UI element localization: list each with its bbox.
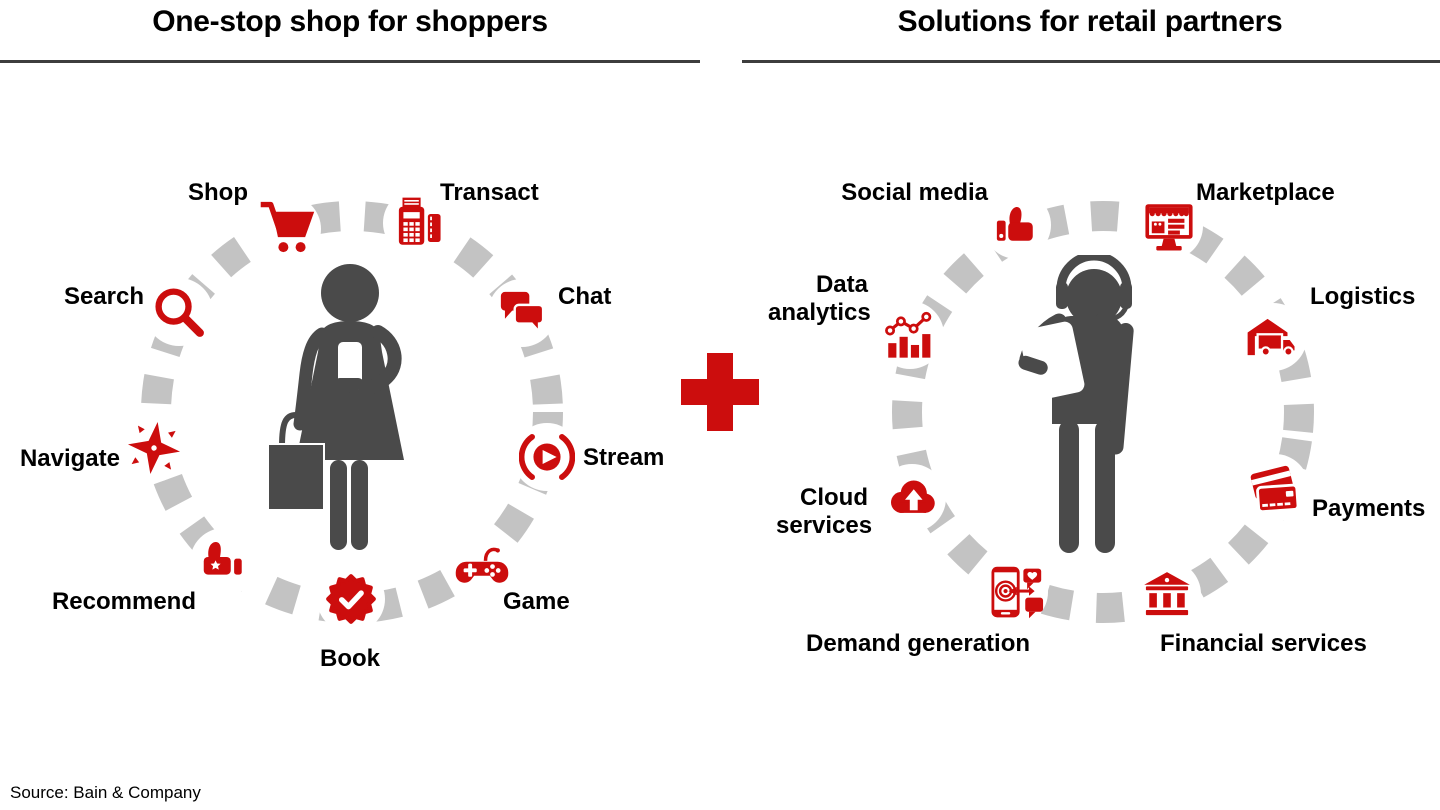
- label-book: Book: [320, 645, 380, 672]
- left-panel-title: One-stop shop for shoppers: [152, 5, 548, 38]
- label-demand-generation: Demand generation: [806, 630, 1031, 657]
- label-chat: Chat: [558, 283, 612, 310]
- right-panel-title: Solutions for retail partners: [897, 5, 1283, 38]
- cloud-upload-icon: [878, 464, 946, 532]
- label-social-media: Social media: [841, 179, 988, 206]
- label-navigate: Navigate: [19, 445, 120, 472]
- bar-line-chart-icon: [876, 301, 944, 369]
- chat-bubbles-icon: [488, 279, 556, 347]
- label-transact: Transact: [440, 179, 539, 206]
- play-broadcast-icon: [513, 423, 581, 491]
- left-dashed-ring: [141, 201, 563, 623]
- label-stream: Stream: [583, 444, 665, 471]
- storefront-monitor-icon: [1135, 192, 1203, 260]
- magnifying-glass-icon: [145, 278, 213, 346]
- warehouse-truck-icon: [1239, 303, 1307, 371]
- right-title-rule: [742, 60, 1440, 63]
- right-dashed-ring: [892, 201, 1314, 623]
- label-game: Game: [503, 588, 570, 615]
- label-logistics: Logistics: [1310, 283, 1416, 310]
- thumbs-up-star-icon: [190, 528, 258, 596]
- label-data-analytics: Data analytics: [768, 271, 871, 326]
- label-shop: Shop: [188, 179, 248, 206]
- credit-cards-icon: [1241, 454, 1309, 522]
- plus-icon: [681, 353, 759, 431]
- phone-target-icon: [980, 558, 1048, 626]
- label-cloud-services: Cloud services: [776, 484, 873, 539]
- left-title-rule: [0, 60, 700, 63]
- shopper-silhouette: [268, 264, 404, 550]
- label-marketplace: Marketplace: [1196, 179, 1335, 206]
- agent-silhouette: [1018, 255, 1134, 553]
- verified-seal-icon: [317, 565, 385, 633]
- thumbs-up-icon: [983, 191, 1051, 259]
- compass-star-icon: [120, 414, 188, 482]
- label-payments: Payments: [1312, 495, 1426, 522]
- shopping-cart-icon: [253, 195, 321, 263]
- source-note: Source: Bain & Company: [10, 783, 201, 802]
- label-search: Search: [63, 283, 144, 310]
- gamepad-icon: [448, 533, 516, 601]
- bank-icon: [1133, 560, 1201, 628]
- label-recommend: Recommend: [51, 588, 196, 615]
- label-financial-services: Financial services: [1160, 630, 1367, 657]
- pos-terminal-icon: [383, 189, 451, 257]
